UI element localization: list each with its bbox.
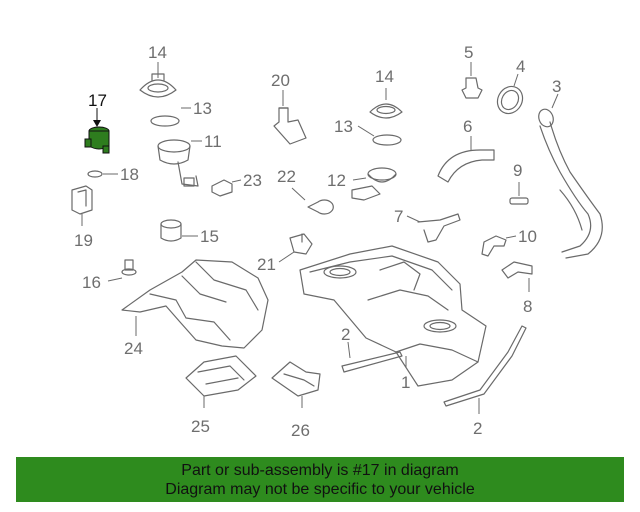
callout-10: 10 (518, 227, 537, 246)
part-13-gasket-right[interactable] (357, 125, 402, 146)
info-banner: Part or sub-assembly is #17 in diagram D… (16, 457, 624, 502)
callout-13-left: 13 (193, 99, 212, 118)
callout-26: 26 (291, 421, 310, 440)
callout-15: 15 (200, 227, 219, 246)
part-10-hose[interactable] (481, 235, 517, 257)
part-1-fuel-tank[interactable] (299, 245, 487, 387)
callout-14-right: 14 (375, 67, 394, 86)
callout-16: 16 (82, 273, 101, 292)
callout-12: 12 (327, 171, 346, 190)
callout-22: 22 (277, 167, 296, 186)
parts-diagram: 17 14 13 11 18 19 23 (71, 43, 603, 440)
callout-24: 24 (124, 339, 143, 358)
callout-13-right: 13 (334, 117, 353, 136)
part-25-heat-shield[interactable] (185, 355, 257, 408)
part-23-connector[interactable] (211, 179, 242, 197)
part-6-hose[interactable] (437, 136, 495, 183)
part-8-hose[interactable] (501, 261, 533, 292)
banner-line-2: Diagram may not be specific to your vehi… (165, 480, 475, 498)
callout-4: 4 (516, 57, 525, 76)
part-19-bracket[interactable] (71, 185, 93, 226)
part-21-bracket[interactable] (278, 233, 313, 263)
part-2-tank-strap-right[interactable] (443, 325, 527, 414)
part-22-clip[interactable] (291, 187, 334, 215)
part-18-seal[interactable] (87, 170, 118, 178)
part-15-fuel-filter[interactable] (160, 219, 198, 242)
callout-5: 5 (464, 43, 473, 62)
callout-7: 7 (394, 207, 403, 226)
part-11-fuel-pump-module[interactable] (157, 139, 202, 187)
callout-17: 17 (88, 91, 107, 110)
callout-3: 3 (552, 77, 561, 96)
callout-23: 23 (243, 171, 262, 190)
part-14-lock-ring-right[interactable] (369, 88, 403, 119)
part-3-filler-tube[interactable] (536, 93, 603, 259)
callout-9: 9 (513, 161, 522, 180)
callout-14-left: 14 (148, 43, 167, 62)
part-26-heat-shield[interactable] (271, 361, 321, 408)
callout-20: 20 (271, 71, 290, 90)
callout-6: 6 (463, 117, 472, 136)
part-9-hose[interactable] (509, 182, 529, 205)
part-14-lock-ring[interactable] (139, 62, 177, 98)
part-4-seal-ring[interactable] (493, 73, 528, 118)
callout-25: 25 (191, 417, 210, 436)
part-13-gasket[interactable] (150, 107, 191, 127)
banner-line-1: Part or sub-assembly is #17 in diagram (181, 461, 459, 479)
part-16-grommet[interactable] (107, 259, 137, 282)
callout-1: 1 (401, 373, 410, 392)
callout-21: 21 (257, 255, 276, 274)
part-7-bracket[interactable] (406, 213, 461, 243)
callout-19: 19 (74, 231, 93, 250)
callout-2-right: 2 (473, 419, 482, 438)
callout-8: 8 (523, 297, 532, 316)
callout-2-left: 2 (341, 325, 350, 344)
part-20-level-sender[interactable] (273, 90, 307, 145)
part-5-valve[interactable] (461, 62, 483, 99)
part-2-tank-strap-left[interactable] (341, 341, 403, 373)
callout-11: 11 (204, 132, 222, 151)
part-12-sub-pump[interactable] (351, 167, 397, 201)
part-24-heat-shield[interactable] (121, 259, 269, 349)
callout-18: 18 (120, 165, 139, 184)
part-17-highlighted[interactable] (84, 108, 110, 154)
